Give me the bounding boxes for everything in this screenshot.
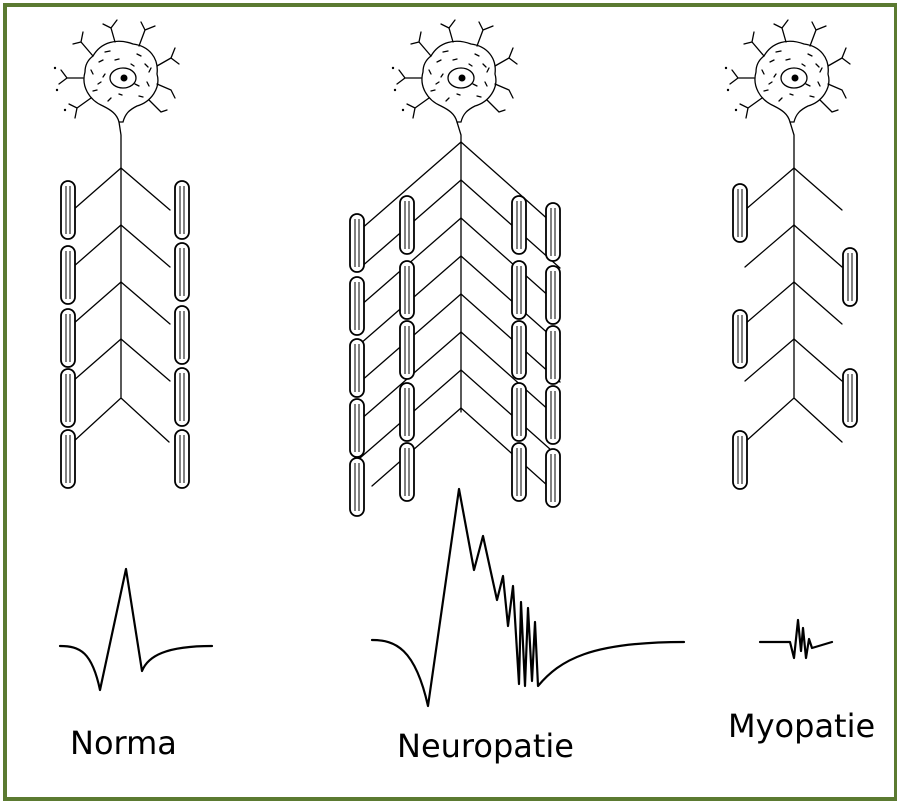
normal-label: Norma [70, 724, 177, 762]
normal-waveform [60, 569, 212, 690]
myopathy-label: Myopatie [728, 707, 875, 745]
myopathy-neuron-icon [725, 20, 850, 122]
normal-neuron-icon [54, 20, 179, 122]
neuropathy-label: Neuropatie [397, 727, 574, 765]
myopathy-motor-unit [725, 20, 857, 489]
normal-motor-unit [54, 20, 189, 488]
myopathy-waveform [760, 620, 832, 658]
neuropathy-motor-unit [350, 20, 560, 516]
neuropathy-neuron-icon [392, 20, 517, 122]
neuropathy-waveform [372, 489, 684, 706]
